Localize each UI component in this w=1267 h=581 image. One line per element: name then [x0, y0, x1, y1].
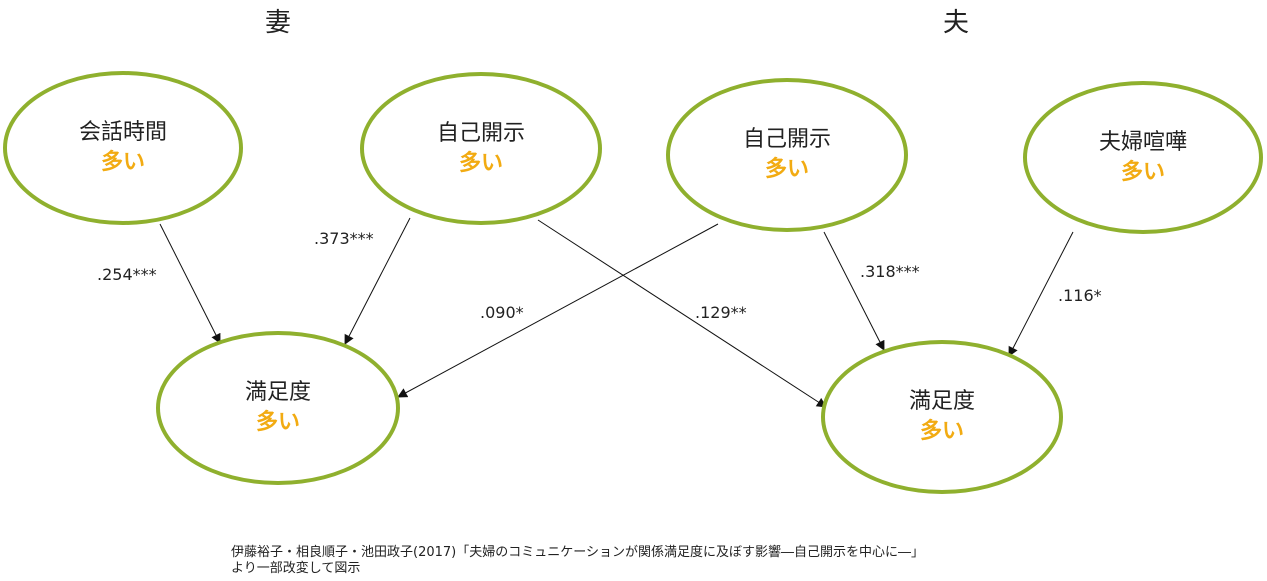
node-talk-time: 会話時間 多い	[3, 71, 243, 225]
husband-header: 夫	[943, 8, 970, 38]
node-sub-label: 多い	[919, 419, 964, 444]
coef-wife-disclosure-to-wife-satisfaction: .373***	[314, 229, 374, 248]
arrow-wife-disclosure-to-wife-satisfaction	[344, 217, 411, 345]
node-label: 夫婦喧嘩	[1098, 129, 1187, 155]
node-label: 自己開示	[436, 120, 525, 146]
node-sub-label: 多い	[764, 157, 809, 182]
node-sub-label: 多い	[100, 150, 145, 175]
node-label: 満足度	[908, 389, 975, 414]
coef-quarrel-to-husband-satisfaction: .116*	[1058, 286, 1102, 305]
node-wife-disclosure: 自己開示 多い	[360, 72, 602, 225]
arrow-talk-to-wife-satisfaction	[159, 223, 221, 344]
caption-line-1: 伊藤裕子・相良順子・池田政子(2017)「夫婦のコミュニケーションが関係満足度に…	[231, 545, 924, 560]
arrow-husband-disclosure-to-wife-satisfaction	[397, 223, 719, 398]
node-husband-satisfaction: 満足度 多い	[821, 340, 1063, 494]
coef-wife-disclosure-to-husband-satisfaction: .129**	[695, 303, 747, 322]
coef-talk-to-wife-satisfaction: .254***	[97, 265, 157, 284]
arrow-husband-disclosure-to-husband-satisfaction	[823, 231, 885, 351]
node-label: 会話時間	[78, 120, 167, 145]
source-caption: 伊藤裕子・相良順子・池田政子(2017)「夫婦のコミュニケーションが関係満足度に…	[231, 545, 924, 577]
node-sub-label: 多い	[458, 150, 503, 176]
node-sub-label: 多い	[1120, 159, 1165, 185]
wife-header: 妻	[265, 8, 292, 38]
node-quarrel: 夫婦喧嘩 多い	[1023, 81, 1263, 234]
node-wife-satisfaction: 満足度 多い	[156, 331, 400, 485]
caption-line-2: より一部改変して図示	[231, 561, 361, 576]
node-label: 満足度	[244, 380, 311, 405]
coef-husband-disclosure-to-wife-satisfaction: .090*	[480, 303, 524, 322]
arrow-quarrel-to-husband-satisfaction	[1008, 231, 1074, 357]
coef-husband-disclosure-to-husband-satisfaction: .318***	[860, 262, 920, 281]
arrow-wife-disclosure-to-husband-satisfaction	[537, 219, 827, 408]
node-label: 自己開示	[742, 127, 831, 152]
node-husband-disclosure: 自己開示 多い	[666, 78, 908, 232]
node-sub-label: 多い	[255, 410, 300, 435]
